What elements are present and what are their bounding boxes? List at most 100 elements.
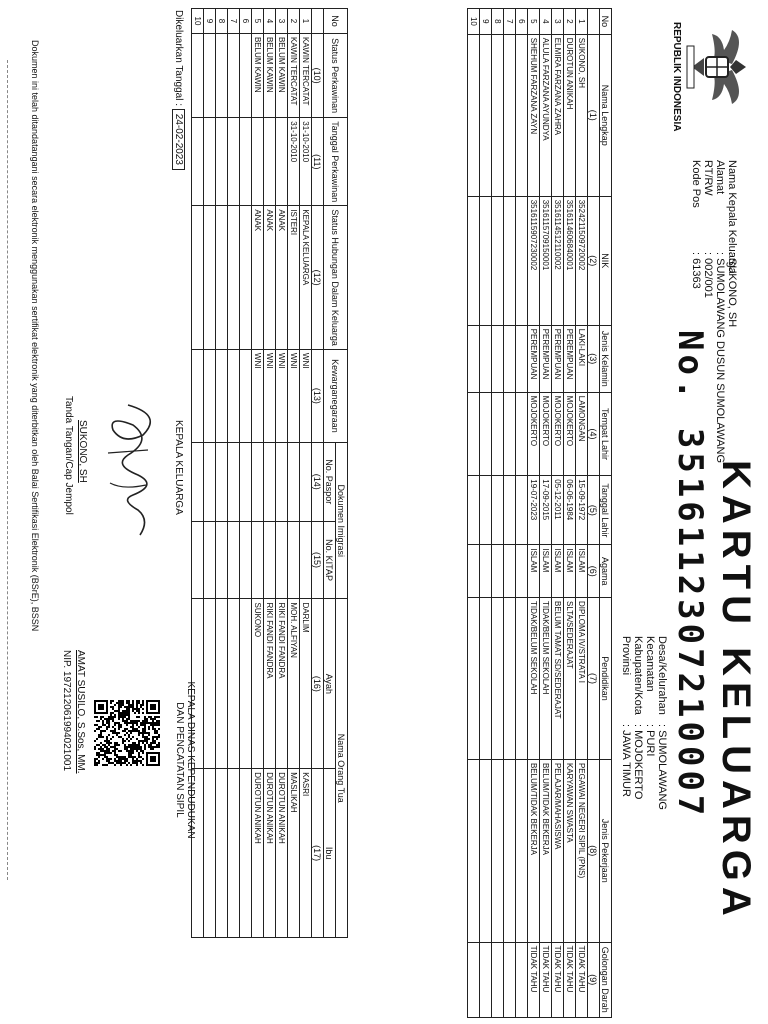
t1-cell: 19-07-2023 xyxy=(527,475,540,545)
t2-cell xyxy=(191,117,204,206)
t2-cell xyxy=(191,521,204,599)
t2-cell: 3 xyxy=(275,8,288,34)
t2-cell xyxy=(203,768,216,938)
t2-colnum-2: (11) xyxy=(311,117,324,206)
t1-cell xyxy=(491,544,504,598)
address-value: : SUMOLAWANG DUSUN SUMOLAWANG xyxy=(714,252,726,464)
t2-head-hubungan: Status Hubungan Dalam Keluarga xyxy=(323,205,348,350)
t1-cell xyxy=(491,196,504,326)
t2-cell xyxy=(263,117,276,206)
t2-colnum-6: (15) xyxy=(311,521,324,599)
t2-colnum-8: (17) xyxy=(311,768,324,938)
t1-cell xyxy=(515,34,528,197)
t2-cell xyxy=(203,205,216,350)
t2-head-kewarganegaraan: Kewarganegaraan xyxy=(323,349,348,443)
t2-cell: KAWIN TERCATAT xyxy=(287,33,300,118)
table-row: 6 xyxy=(239,8,252,938)
t2-cell xyxy=(191,349,204,443)
page-edge-line xyxy=(7,60,8,880)
district-label: Kecamatan xyxy=(644,636,656,692)
t1-cell: MOJOKERTO xyxy=(551,392,564,476)
t2-head-tanggal: Tanggal Perkawinan xyxy=(323,117,348,206)
t2-cell xyxy=(227,117,240,206)
t1-cell xyxy=(467,34,480,197)
t1-cell: PEREMPUAN xyxy=(527,325,540,393)
t1-header-1: Nama Lengkap xyxy=(599,34,612,197)
postal-label: Kode Pos xyxy=(690,160,702,208)
t1-cell xyxy=(479,325,492,393)
postal-value: : 61363 xyxy=(690,252,702,289)
electronic-signature-disclaimer: Dokumen ini telah ditandatangani secara … xyxy=(30,40,40,632)
t2-cell: DARLIM xyxy=(299,598,312,769)
issued-date: 24-02-2023 xyxy=(172,108,185,170)
t1-cell: 3516115709150001 xyxy=(539,196,552,326)
t1-cell xyxy=(467,325,480,393)
t1-cell: TIDAK TAHU xyxy=(563,942,576,1018)
t1-cell xyxy=(503,597,516,760)
t1-colnum-2: (2) xyxy=(587,196,600,326)
t2-cell xyxy=(299,521,312,599)
t2-cell xyxy=(239,205,252,350)
t1-cell: 5 xyxy=(527,8,540,35)
t2-cell xyxy=(239,117,252,206)
province-value: : JAWA TIMUR xyxy=(620,724,632,797)
t1-cell: 06-06-1984 xyxy=(563,475,576,545)
t2-cell xyxy=(215,768,228,938)
t2-cell xyxy=(191,33,204,118)
t2-cell xyxy=(215,33,228,118)
t1-cell: SLTA/SEDERAJAT xyxy=(563,597,576,760)
t1-cell xyxy=(503,942,516,1018)
table-row: 9 xyxy=(203,8,216,938)
t1-header-3: Jenis Kelamin xyxy=(599,325,612,393)
t1-cell xyxy=(503,392,516,476)
t2-cell xyxy=(215,349,228,443)
table-row: 6 xyxy=(515,8,528,1018)
t2-cell: 31-10-2010 xyxy=(299,117,312,206)
rtrw-value: : 002/001 xyxy=(702,252,714,298)
t1-cell: 2 xyxy=(563,8,576,35)
issued-block: Dikeluarkan Tanggal : 24-02-2023 xyxy=(172,10,185,170)
country-label: REPUBLIK INDONESIA xyxy=(671,22,682,132)
t2-cell: BELUM KAWIN xyxy=(263,33,276,118)
t1-cell: TIDAK/BELUM SEKOLAH xyxy=(527,597,540,760)
dinas-line1: KEPALA DINAS KEPENDUDUKAN xyxy=(185,681,196,839)
table-row: 7 xyxy=(227,8,240,938)
t1-cell: 3516115907230002 xyxy=(527,196,540,326)
t2-head-no: No xyxy=(323,8,348,34)
t2-cell xyxy=(203,117,216,206)
t2-cell: RIKI FANDI FANDRA xyxy=(275,598,288,769)
t1-colnum-9: (9) xyxy=(587,942,600,1018)
t2-cell: SUKONO xyxy=(251,598,264,769)
t1-cell xyxy=(491,942,504,1018)
t2-cell xyxy=(275,117,288,206)
t1-cell: PEREMPUAN xyxy=(539,325,552,393)
t2-cell xyxy=(227,442,240,522)
t1-cell xyxy=(479,392,492,476)
t2-cell: ISTERI xyxy=(287,205,300,350)
t2-head-dok-imigrasi: Dokumen Imigrasi xyxy=(335,442,348,599)
t2-cell xyxy=(239,442,252,522)
t2-cell xyxy=(227,768,240,938)
t2-cell xyxy=(239,598,252,769)
village-value: : SUMOLAWANG xyxy=(656,724,668,810)
t1-cell: MOJOKERTO xyxy=(563,392,576,476)
t1-cell: TIDAK TAHU xyxy=(527,942,540,1018)
t1-cell xyxy=(503,544,516,598)
t1-cell xyxy=(503,475,516,545)
t2-head-ibu: Ibu xyxy=(323,768,336,938)
t2-cell: MOH. ALFIYAN xyxy=(287,598,300,769)
t2-cell xyxy=(263,442,276,522)
t1-cell: TIDAK TAHU xyxy=(539,942,552,1018)
t1-cell: ALULA FARZANA AYUNDYA xyxy=(539,34,552,197)
kepala-keluarga-label: KEPALA KELUARGA xyxy=(173,420,184,515)
t1-cell: 6 xyxy=(515,8,528,35)
t1-cell: DUROTUN ANIKAH xyxy=(563,34,576,197)
t2-cell xyxy=(215,521,228,599)
official-name: AMAT SUSILO, S.Sos, MM. xyxy=(75,650,86,774)
